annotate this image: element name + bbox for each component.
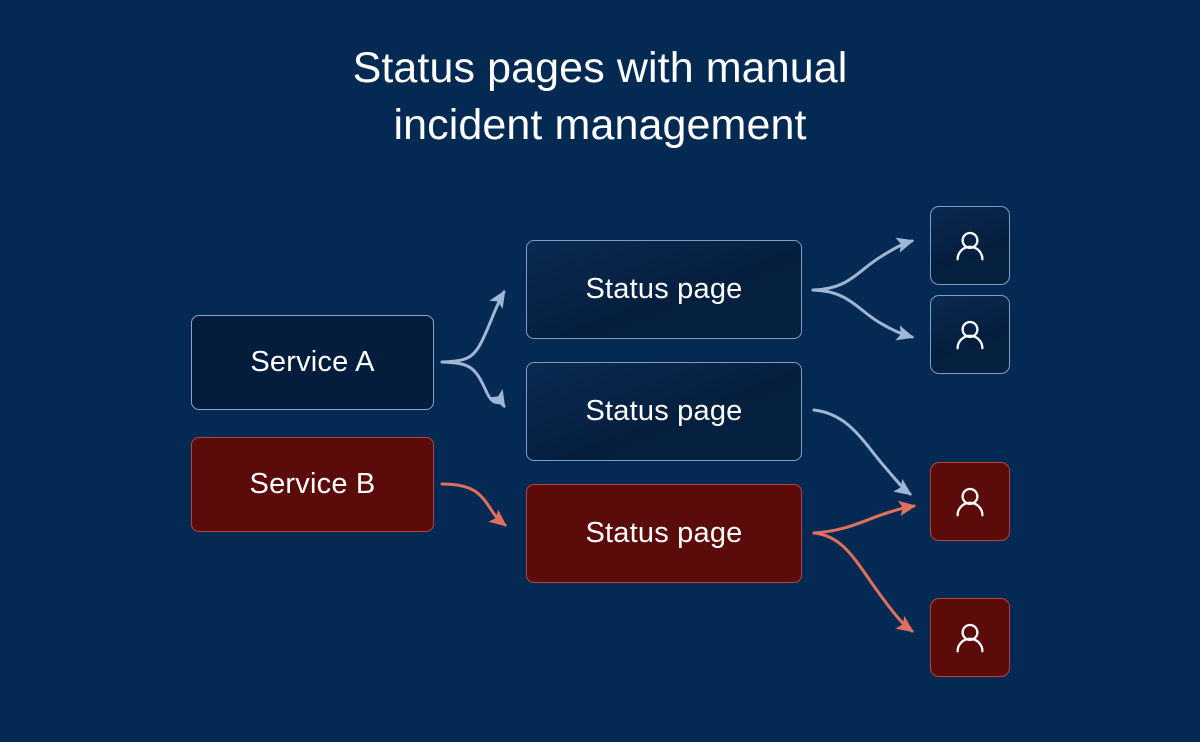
node-user-1[interactable] bbox=[930, 206, 1010, 285]
edge-status-page-1-to-user-2 bbox=[811, 288, 915, 341]
person-icon bbox=[951, 227, 989, 265]
edge-status-page-3-to-user-3 bbox=[812, 500, 917, 535]
node-service-b-label: Service B bbox=[249, 468, 376, 500]
node-status-page-3-label: Status page bbox=[585, 517, 743, 549]
node-user-3[interactable] bbox=[930, 462, 1010, 541]
node-service-a[interactable]: Service A bbox=[191, 315, 434, 410]
person-icon bbox=[951, 483, 989, 521]
node-status-page-1[interactable]: Status page bbox=[526, 240, 802, 339]
edge-status-page-1-to-user-1 bbox=[811, 237, 915, 292]
edge-service-a-to-status-page-1 bbox=[440, 289, 506, 364]
person-icon bbox=[951, 316, 989, 354]
edge-status-page-3-to-user-4 bbox=[812, 531, 914, 633]
node-status-page-2[interactable]: Status page bbox=[526, 362, 802, 461]
edge-service-a-to-status-page-2 bbox=[440, 360, 506, 409]
edge-status-page-2-to-user-3 bbox=[812, 408, 912, 496]
edge-service-b-to-status-page-3 bbox=[440, 482, 507, 527]
node-service-b[interactable]: Service B bbox=[191, 437, 434, 532]
node-status-page-1-label: Status page bbox=[585, 273, 743, 305]
node-service-a-label: Service A bbox=[250, 346, 375, 378]
person-icon bbox=[951, 619, 989, 657]
node-status-page-3[interactable]: Status page bbox=[526, 484, 802, 583]
node-user-2[interactable] bbox=[930, 295, 1010, 374]
page-title: Status pages with manual incident manage… bbox=[352, 44, 848, 149]
node-user-4[interactable] bbox=[930, 598, 1010, 677]
node-status-page-2-label: Status page bbox=[585, 395, 743, 427]
